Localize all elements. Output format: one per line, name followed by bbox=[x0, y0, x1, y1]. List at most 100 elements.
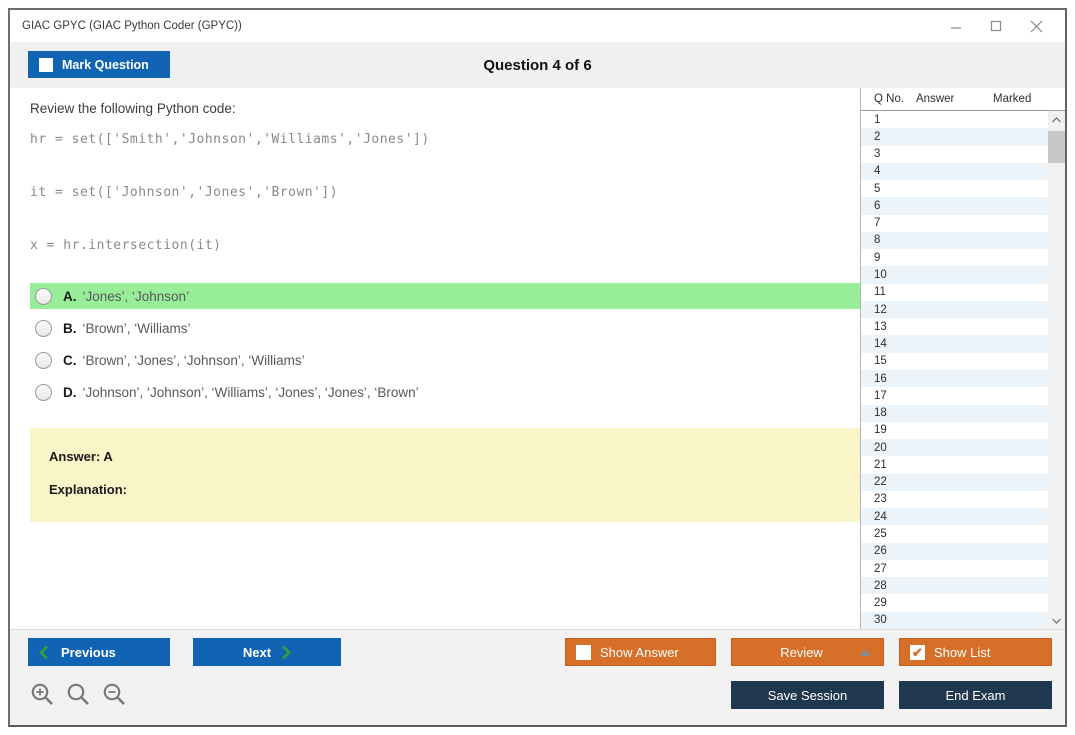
scroll-up-icon[interactable] bbox=[1048, 111, 1065, 128]
mark-question-checkbox-icon[interactable] bbox=[39, 57, 53, 72]
question-list-body: 1 2 3 4 5 6 7 8 9 10 11 12 13 14 15 16 1 bbox=[861, 111, 1065, 629]
show-answer-label: Show Answer bbox=[600, 644, 679, 660]
show-list-label: Show List bbox=[934, 644, 991, 660]
mark-question-label: Mark Question bbox=[62, 57, 149, 72]
main-area: Review the following Python code: hr = s… bbox=[10, 88, 1065, 629]
show-list-button[interactable]: ✔ Show List bbox=[899, 638, 1052, 666]
col-header-qno: Q No. bbox=[874, 93, 905, 105]
question-list-panel: Q No. Answer Marked 1 2 3 4 5 6 7 8 9 10… bbox=[860, 88, 1065, 629]
zoom-controls bbox=[30, 682, 127, 707]
question-content: Review the following Python code: hr = s… bbox=[10, 88, 860, 629]
question-list-row[interactable]: 16 bbox=[861, 369, 1048, 388]
code-line: x = hr.intersection(it) bbox=[30, 238, 222, 253]
header-band: Mark Question Question 4 of 6 bbox=[10, 42, 1065, 88]
question-list-row[interactable]: 22 bbox=[861, 473, 1048, 491]
window-controls bbox=[949, 19, 1065, 33]
question-list-row[interactable]: 17 bbox=[874, 389, 887, 402]
answer-explanation-box: Answer: A Explanation: bbox=[30, 428, 860, 522]
question-list-row[interactable]: 18 bbox=[861, 404, 1048, 422]
question-list-row[interactable]: 29 bbox=[874, 597, 887, 610]
question-list-row[interactable]: 15 bbox=[874, 355, 887, 368]
question-list-row[interactable]: 19 bbox=[874, 424, 887, 437]
question-list-row[interactable]: 23 bbox=[874, 493, 887, 506]
col-header-answer: Answer bbox=[916, 93, 955, 105]
code-block: hr = set(['Smith','Johnson','Williams','… bbox=[30, 132, 860, 253]
question-counter-title: Question 4 of 6 bbox=[483, 56, 592, 74]
zoom-in-icon[interactable] bbox=[30, 682, 55, 707]
mark-question-button[interactable]: Mark Question bbox=[28, 51, 170, 78]
option-c[interactable]: C. ‘Brown’, ‘Jones’, ‘Johnson’, ‘William… bbox=[30, 347, 860, 373]
question-list-row[interactable]: 7 bbox=[874, 217, 881, 230]
question-list-row[interactable]: 2 bbox=[861, 128, 1048, 146]
chevron-right-icon bbox=[281, 645, 291, 660]
question-list-row[interactable]: 6 bbox=[861, 197, 1048, 215]
review-dropdown-button[interactable]: Review bbox=[731, 638, 884, 666]
zoom-icon[interactable] bbox=[66, 682, 91, 707]
next-label: Next bbox=[242, 644, 272, 660]
close-icon[interactable] bbox=[1029, 19, 1043, 33]
option-text: ‘Jones’, ‘Johnson’ bbox=[82, 288, 190, 304]
option-a[interactable]: A. ‘Jones’, ‘Johnson’ bbox=[30, 283, 860, 309]
question-list-row[interactable]: 5 bbox=[874, 182, 881, 195]
triangle-up-icon bbox=[859, 648, 871, 656]
code-line: hr = set(['Smith','Johnson','Williams','… bbox=[30, 132, 430, 147]
col-header-marked: Marked bbox=[993, 93, 1032, 105]
question-list-row[interactable]: 8 bbox=[861, 231, 1048, 250]
question-list-row[interactable]: 11 bbox=[874, 286, 886, 299]
question-list-row[interactable]: 30 bbox=[861, 611, 1048, 629]
option-letter: A. bbox=[63, 288, 77, 304]
explanation-line: Explanation: bbox=[49, 482, 128, 497]
option-text: ‘Brown’, ‘Williams’ bbox=[82, 320, 191, 336]
save-session-label: Save Session bbox=[767, 687, 848, 703]
question-list-row[interactable]: 25 bbox=[874, 528, 887, 540]
radio-icon[interactable] bbox=[35, 287, 52, 305]
scroll-down-icon[interactable] bbox=[1048, 612, 1065, 629]
question-list-row[interactable]: 27 bbox=[874, 562, 887, 575]
maximize-icon[interactable] bbox=[989, 19, 1003, 33]
show-list-checkbox-icon[interactable]: ✔ bbox=[910, 644, 925, 660]
option-b[interactable]: B. ‘Brown’, ‘Williams’ bbox=[30, 315, 860, 341]
review-label: Review bbox=[780, 644, 823, 660]
question-list-row[interactable]: 21 bbox=[874, 458, 887, 471]
next-button[interactable]: Next bbox=[193, 638, 341, 666]
question-list-row[interactable]: 13 bbox=[874, 320, 887, 333]
option-letter: D. bbox=[63, 384, 77, 400]
question-list-row[interactable]: 1 bbox=[874, 113, 881, 126]
question-list-row[interactable]: 9 bbox=[874, 251, 881, 264]
app-window: GIAC GPYC (GIAC Python Coder (GPYC)) Mar… bbox=[8, 8, 1067, 727]
window-title: GIAC GPYC (GIAC Python Coder (GPYC)) bbox=[22, 20, 242, 32]
question-list-row[interactable]: 24 bbox=[861, 508, 1048, 526]
radio-icon[interactable] bbox=[35, 351, 52, 369]
end-exam-label: End Exam bbox=[945, 687, 1006, 703]
question-list-row[interactable]: 28 bbox=[861, 577, 1048, 595]
option-text: ‘Brown’, ‘Jones’, ‘Johnson’, ‘Williams’ bbox=[82, 352, 305, 368]
save-session-button[interactable]: Save Session bbox=[731, 681, 884, 709]
question-list-row[interactable]: 12 bbox=[861, 300, 1048, 319]
answer-options: A. ‘Jones’, ‘Johnson’ B. ‘Brown’, ‘Willi… bbox=[30, 283, 860, 405]
show-answer-button[interactable]: Show Answer bbox=[565, 638, 716, 666]
question-prompt: Review the following Python code: bbox=[30, 101, 236, 116]
previous-button[interactable]: Previous bbox=[28, 638, 170, 666]
option-d[interactable]: D. ‘Johnson’, ‘Johnson’, ‘Williams’, ‘Jo… bbox=[30, 379, 860, 405]
question-list-row[interactable]: 26 bbox=[861, 542, 1048, 560]
question-list-row[interactable]: 3 bbox=[874, 148, 881, 161]
code-line: it = set(['Johnson','Jones','Brown']) bbox=[30, 185, 339, 200]
zoom-out-icon[interactable] bbox=[102, 682, 127, 707]
question-list-row[interactable]: 10 bbox=[861, 266, 1048, 284]
question-list-row[interactable]: 14 bbox=[861, 335, 1048, 353]
minimize-icon[interactable] bbox=[949, 19, 963, 33]
scrollbar-thumb[interactable] bbox=[1048, 131, 1065, 163]
question-list-scrollbar[interactable] bbox=[1048, 111, 1065, 629]
question-list-row[interactable]: 4 bbox=[861, 162, 1048, 181]
radio-icon[interactable] bbox=[35, 319, 52, 337]
footer-bar: Previous Next Show Answer Review ✔ Show … bbox=[10, 629, 1065, 725]
option-text: ‘Johnson’, ‘Johnson’, ‘Williams’, ‘Jones… bbox=[82, 384, 419, 400]
answer-line: Answer: A bbox=[49, 449, 113, 464]
show-answer-checkbox-icon[interactable] bbox=[576, 644, 591, 660]
question-list-header: Q No. Answer Marked bbox=[861, 88, 1065, 111]
checkmark-icon: ✔ bbox=[912, 644, 923, 660]
question-list-row[interactable]: 20 bbox=[861, 439, 1048, 457]
radio-icon[interactable] bbox=[35, 383, 52, 401]
end-exam-button[interactable]: End Exam bbox=[899, 681, 1052, 709]
chevron-left-icon bbox=[39, 645, 49, 660]
